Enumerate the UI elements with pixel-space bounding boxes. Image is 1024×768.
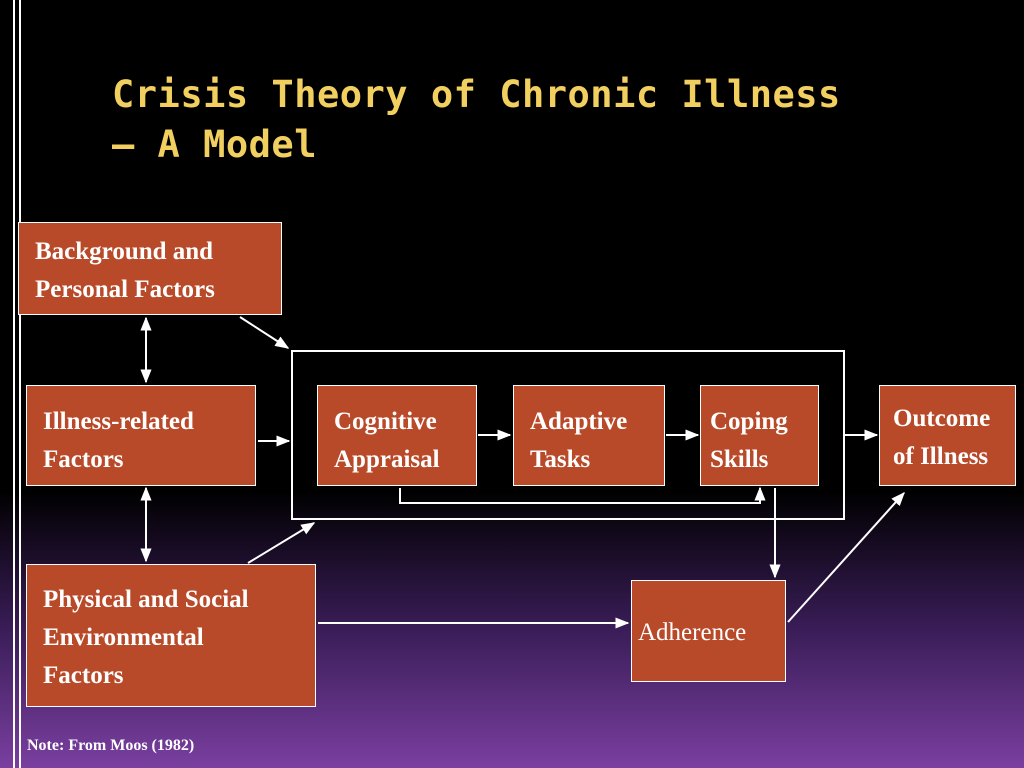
arrow-physical-frame (247, 522, 316, 564)
slide-border-left-outer (13, 0, 15, 768)
physical-box-line-2: Environmental (43, 624, 204, 651)
adherence-box-label: Adherence (638, 619, 747, 646)
background-box-line-2: Personal Factors (35, 276, 215, 303)
slide-title-line-1: Crisis Theory of Chronic Illness (112, 73, 841, 116)
physical-social-factors-box: Physical and Social Environmental Factor… (26, 564, 316, 707)
outcome-of-illness-box: Outcome of Illness (879, 385, 1016, 486)
cognitive-appraisal-box: Cognitive Appraisal (317, 385, 477, 486)
source-note: Note: From Moos (1982) (27, 737, 195, 754)
illness-box-line-1: Illness-related (43, 408, 194, 435)
coping-box-line-2: Skills (710, 446, 769, 473)
process-frame (291, 350, 845, 520)
arrow-background-frame (239, 316, 290, 349)
physical-box-line-3: Factors (43, 662, 124, 689)
outcome-box-line-2: of Illness (893, 443, 989, 470)
cognitive-box-line-1: Cognitive (334, 408, 437, 435)
physical-box-line-1: Physical and Social (43, 586, 249, 613)
background-personal-factors-box: Background and Personal Factors (18, 222, 282, 315)
arrow-adherence-outcome (787, 491, 905, 623)
slide-border-left-inner (19, 0, 21, 768)
outcome-box-line-1: Outcome (893, 405, 991, 432)
slide-title-line-2: – A Model (112, 123, 317, 166)
slide-title: Crisis Theory of Chronic Illness – A Mod… (112, 70, 972, 170)
illness-related-factors-box: Illness-related Factors (26, 385, 256, 486)
adaptive-box-line-1: Adaptive (530, 408, 628, 435)
coping-box-line-1: Coping (710, 408, 788, 435)
coping-skills-box: Coping Skills (700, 385, 819, 486)
adherence-box: Adherence (631, 580, 786, 682)
illness-box-line-2: Factors (43, 446, 124, 473)
arrow-cognitive-coping-loop (399, 486, 766, 504)
adaptive-tasks-box: Adaptive Tasks (513, 385, 665, 486)
cognitive-box-line-2: Appraisal (334, 446, 440, 473)
adaptive-box-line-2: Tasks (530, 446, 591, 473)
background-box-line-1: Background and (35, 238, 214, 265)
